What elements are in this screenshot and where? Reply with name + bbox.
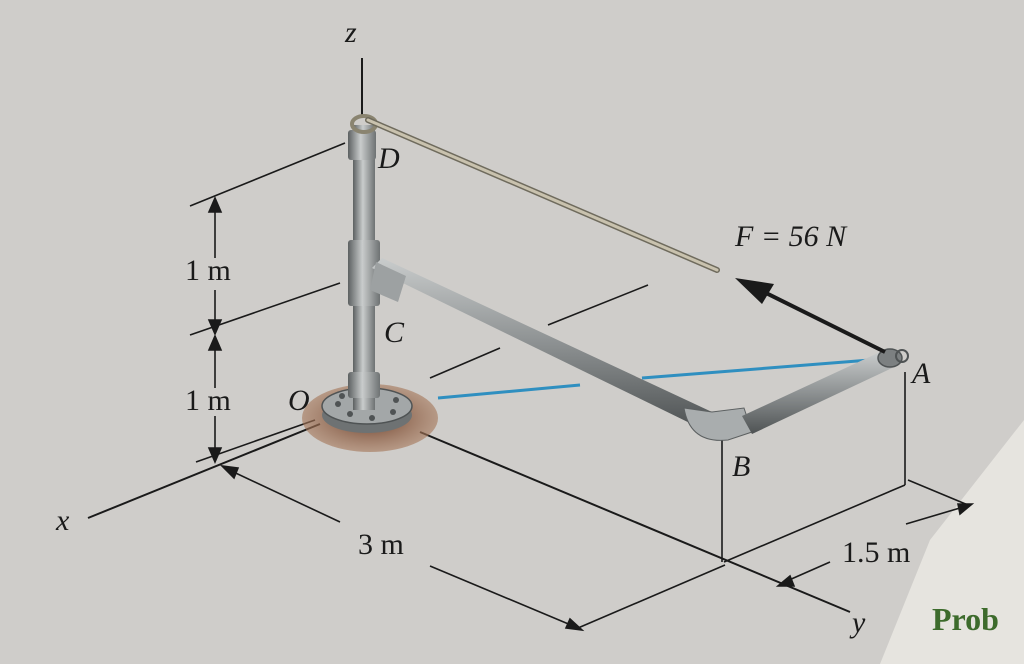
base-flange — [321, 387, 413, 433]
dim-label-upper: 1 m — [185, 254, 231, 287]
point-label-o: O — [288, 384, 310, 417]
tee-branch — [370, 262, 406, 302]
dimension-lines — [189, 142, 975, 632]
elbow-b — [683, 407, 753, 441]
rope — [365, 117, 720, 273]
pipe-fitting — [348, 372, 380, 398]
dim-label-15m: 1.5 m — [842, 536, 910, 569]
projection-line — [437, 358, 871, 400]
axis-label-z: z — [344, 16, 357, 49]
top-cap-d — [348, 130, 376, 160]
bolt-hole — [369, 415, 375, 421]
pipe-ba — [742, 348, 909, 434]
paper-fold — [880, 420, 1024, 664]
arrowhead — [564, 617, 585, 632]
dim-3m-line-left — [224, 467, 341, 523]
dim-label-lower: 1 m — [185, 384, 231, 417]
force-label: F = 56 N — [734, 220, 848, 253]
bolt-hole — [347, 411, 353, 417]
axis-label-x: x — [55, 504, 70, 537]
extension-line-bottom — [195, 419, 316, 463]
point-label-b: B — [732, 450, 750, 483]
dim-3m-line-right — [429, 565, 579, 629]
pipe-cb — [370, 258, 712, 428]
construction-line — [429, 347, 501, 379]
problem-caption: Prob — [932, 601, 999, 637]
arrowhead — [207, 333, 223, 351]
extension-line-mid — [189, 282, 341, 336]
extension-line-top — [189, 142, 346, 207]
point-label-d: D — [377, 142, 400, 175]
x-axis-line — [87, 423, 321, 519]
extension-line-3m — [577, 564, 726, 629]
y-axis-line — [419, 431, 851, 613]
base-line-ab — [723, 484, 906, 563]
vertical-pipe — [348, 114, 380, 410]
eye-a — [895, 349, 909, 363]
point-label-a: A — [910, 357, 931, 390]
coordinate-axes — [87, 58, 851, 613]
axis-label-y: y — [849, 606, 866, 639]
bolt-hole — [335, 401, 341, 407]
bolt-hole — [339, 393, 345, 399]
arrowhead — [207, 195, 223, 213]
construction-line — [547, 284, 649, 326]
point-label-c: C — [384, 316, 405, 349]
arrowhead — [775, 574, 796, 587]
force-arrowhead — [735, 278, 774, 304]
dim-label-3m: 3 m — [358, 528, 404, 561]
bolt-hole — [393, 397, 399, 403]
force-arrow — [735, 278, 886, 354]
bolt-hole — [390, 409, 396, 415]
extension-line-15m — [907, 479, 969, 506]
arrowhead — [219, 464, 240, 480]
